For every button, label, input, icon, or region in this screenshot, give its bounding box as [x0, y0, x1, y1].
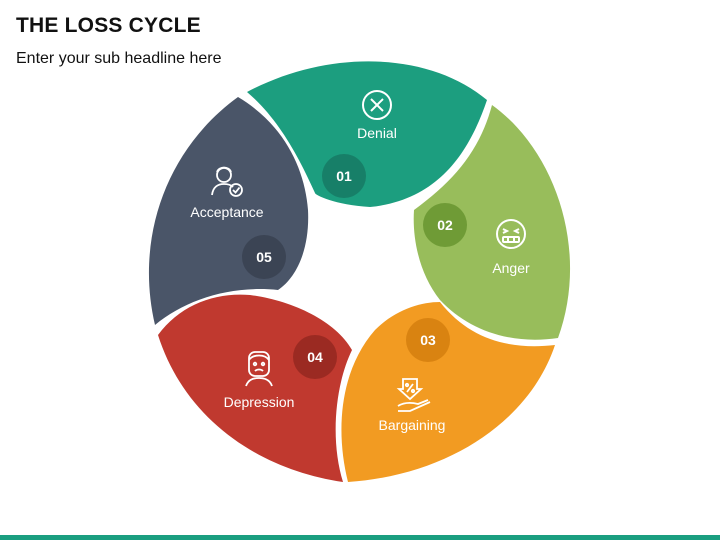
- badge-number-01: 01: [336, 168, 352, 184]
- segment-bargaining[interactable]: Bargaining 03: [341, 302, 555, 482]
- page-subtitle: Enter your sub headline here: [16, 50, 222, 67]
- sad-person-icon: [245, 351, 273, 387]
- segment-shape-bargaining: [341, 302, 555, 482]
- person-check-icon: [211, 166, 243, 197]
- segment-shape-anger: [413, 105, 571, 340]
- badge-number-03: 03: [420, 332, 436, 348]
- segment-denial[interactable]: Denial 01: [247, 61, 487, 208]
- angry-face-icon: [496, 219, 526, 249]
- segment-label-anger: Anger: [492, 260, 530, 276]
- badge-circle-04: [293, 335, 337, 379]
- segment-anger[interactable]: Anger 02: [413, 105, 571, 340]
- segment-label-depression: Depression: [224, 394, 295, 410]
- segment-label-bargaining: Bargaining: [379, 417, 446, 433]
- segment-shape-denial: [247, 61, 487, 208]
- badge-circle-03: [406, 318, 450, 362]
- badge-number-02: 02: [437, 217, 453, 233]
- segment-label-denial: Denial: [357, 125, 397, 141]
- badge-number-05: 05: [256, 249, 272, 265]
- page-title: THE LOSS CYCLE: [16, 14, 201, 37]
- badge-circle-05: [242, 235, 286, 279]
- x-circle-icon: [362, 90, 392, 120]
- segment-acceptance[interactable]: Acceptance 05: [148, 97, 309, 325]
- hand-discount-icon: [396, 378, 431, 412]
- segment-label-acceptance: Acceptance: [190, 204, 263, 220]
- segment-depression[interactable]: Depression 04: [158, 294, 352, 482]
- footer-accent-bar: [0, 535, 720, 540]
- badge-number-04: 04: [307, 349, 323, 365]
- segment-shape-depression: [158, 294, 352, 482]
- badge-circle-01: [322, 154, 366, 198]
- badge-circle-02: [423, 203, 467, 247]
